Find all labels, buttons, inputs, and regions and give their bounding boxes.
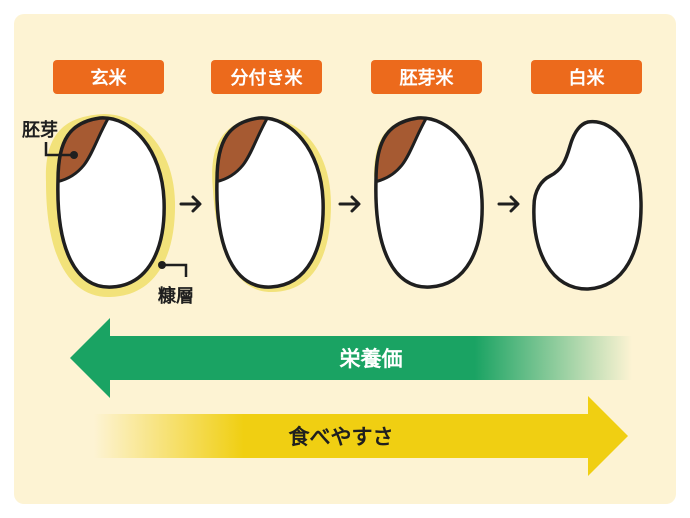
arrow-right-icon [497,195,520,213]
stage-label-white-rice: 白米 [531,60,642,94]
grain-brown-rice [45,114,176,298]
grain-germ-rice [374,116,484,289]
bran-callout: 糠層 [158,286,194,307]
ease-of-eating-arrow [94,396,628,476]
nutrition-arrow [70,318,632,398]
grain-white-rice [532,120,643,291]
nutrition-label: 栄養価 [339,347,403,371]
stage-label-brown-rice: 玄米 [53,60,164,94]
germ-callout: 胚芽 [22,120,58,141]
bran-leader-line [158,261,188,277]
germ-leader-line [44,142,78,159]
ease-of-eating-label: 食べやすさ [288,425,394,449]
grain-partially-milled [212,116,331,293]
stage-label-partially-milled: 分付き米 [211,60,322,94]
arrow-right-icon [338,195,361,213]
arrow-right-icon [179,195,202,213]
stage-label-germ-rice: 胚芽米 [371,60,482,94]
